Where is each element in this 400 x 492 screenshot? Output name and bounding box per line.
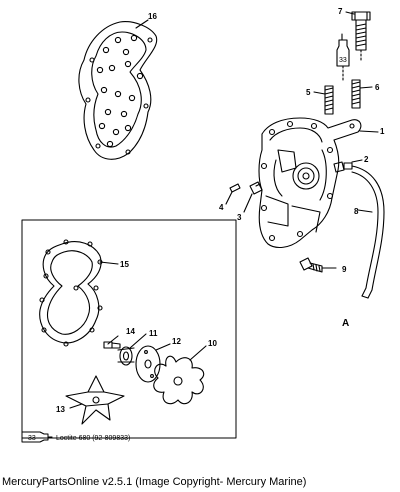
housing-1 [258,117,362,249]
leader-13 [69,403,83,409]
callout-16: 16 [148,12,157,21]
loctite-badge [21,431,53,443]
impeller-10 [153,355,205,405]
callout-11: 11 [149,329,158,338]
leader-16 [135,19,149,29]
callout-2: 2 [364,155,369,164]
legend-badge-label: 33 [28,435,36,442]
callout-3: 3 [237,213,242,222]
leader-7 [345,11,355,15]
leader-11 [129,333,147,349]
leader-10 [189,345,207,361]
leader-4 [225,191,233,205]
callout-1: 1 [380,127,385,136]
leader-3 [243,193,253,213]
callout-6: 6 [375,83,380,92]
hose-8 [351,165,385,299]
fitting-2 [333,161,353,173]
leader-6 [359,86,373,89]
view-label: A [342,318,349,329]
kit-inset-frame [21,219,237,439]
pin-4 [229,183,241,193]
callout-10: 10 [208,339,217,348]
callout-15: 15 [120,260,129,269]
screw-3 [249,181,263,195]
leader-1 [359,130,379,133]
leader-8 [357,209,373,213]
leader-12 [155,343,171,351]
stud-6 [351,79,361,109]
bolt-9 [299,257,323,273]
bolt-7 [351,11,371,63]
gasket-15 [39,239,103,347]
leader-2 [351,159,363,163]
leader-14 [107,335,119,345]
thread-locker-badge-label: 33 [339,57,347,64]
callout-14: 14 [126,327,135,336]
callout-5: 5 [306,88,311,97]
leader-15 [99,261,119,265]
callout-13: 13 [56,405,65,414]
copyright-footer: MercuryPartsOnline v2.5.1 (Image Copyrig… [2,476,307,488]
callout-8: 8 [354,207,359,216]
callout-4: 4 [219,203,224,212]
legend-text: Loctite 680 (92-809833) [56,435,130,442]
thread-locker-tube [336,33,350,83]
star-plate-13 [65,375,125,425]
screw-14 [103,341,121,349]
leader-5 [313,91,326,95]
callout-12: 12 [172,337,181,346]
callout-7: 7 [338,7,343,16]
stud-5 [324,85,334,115]
disc-11 [117,346,135,366]
callout-9: 9 [342,265,347,274]
gasket-16 [78,21,158,160]
